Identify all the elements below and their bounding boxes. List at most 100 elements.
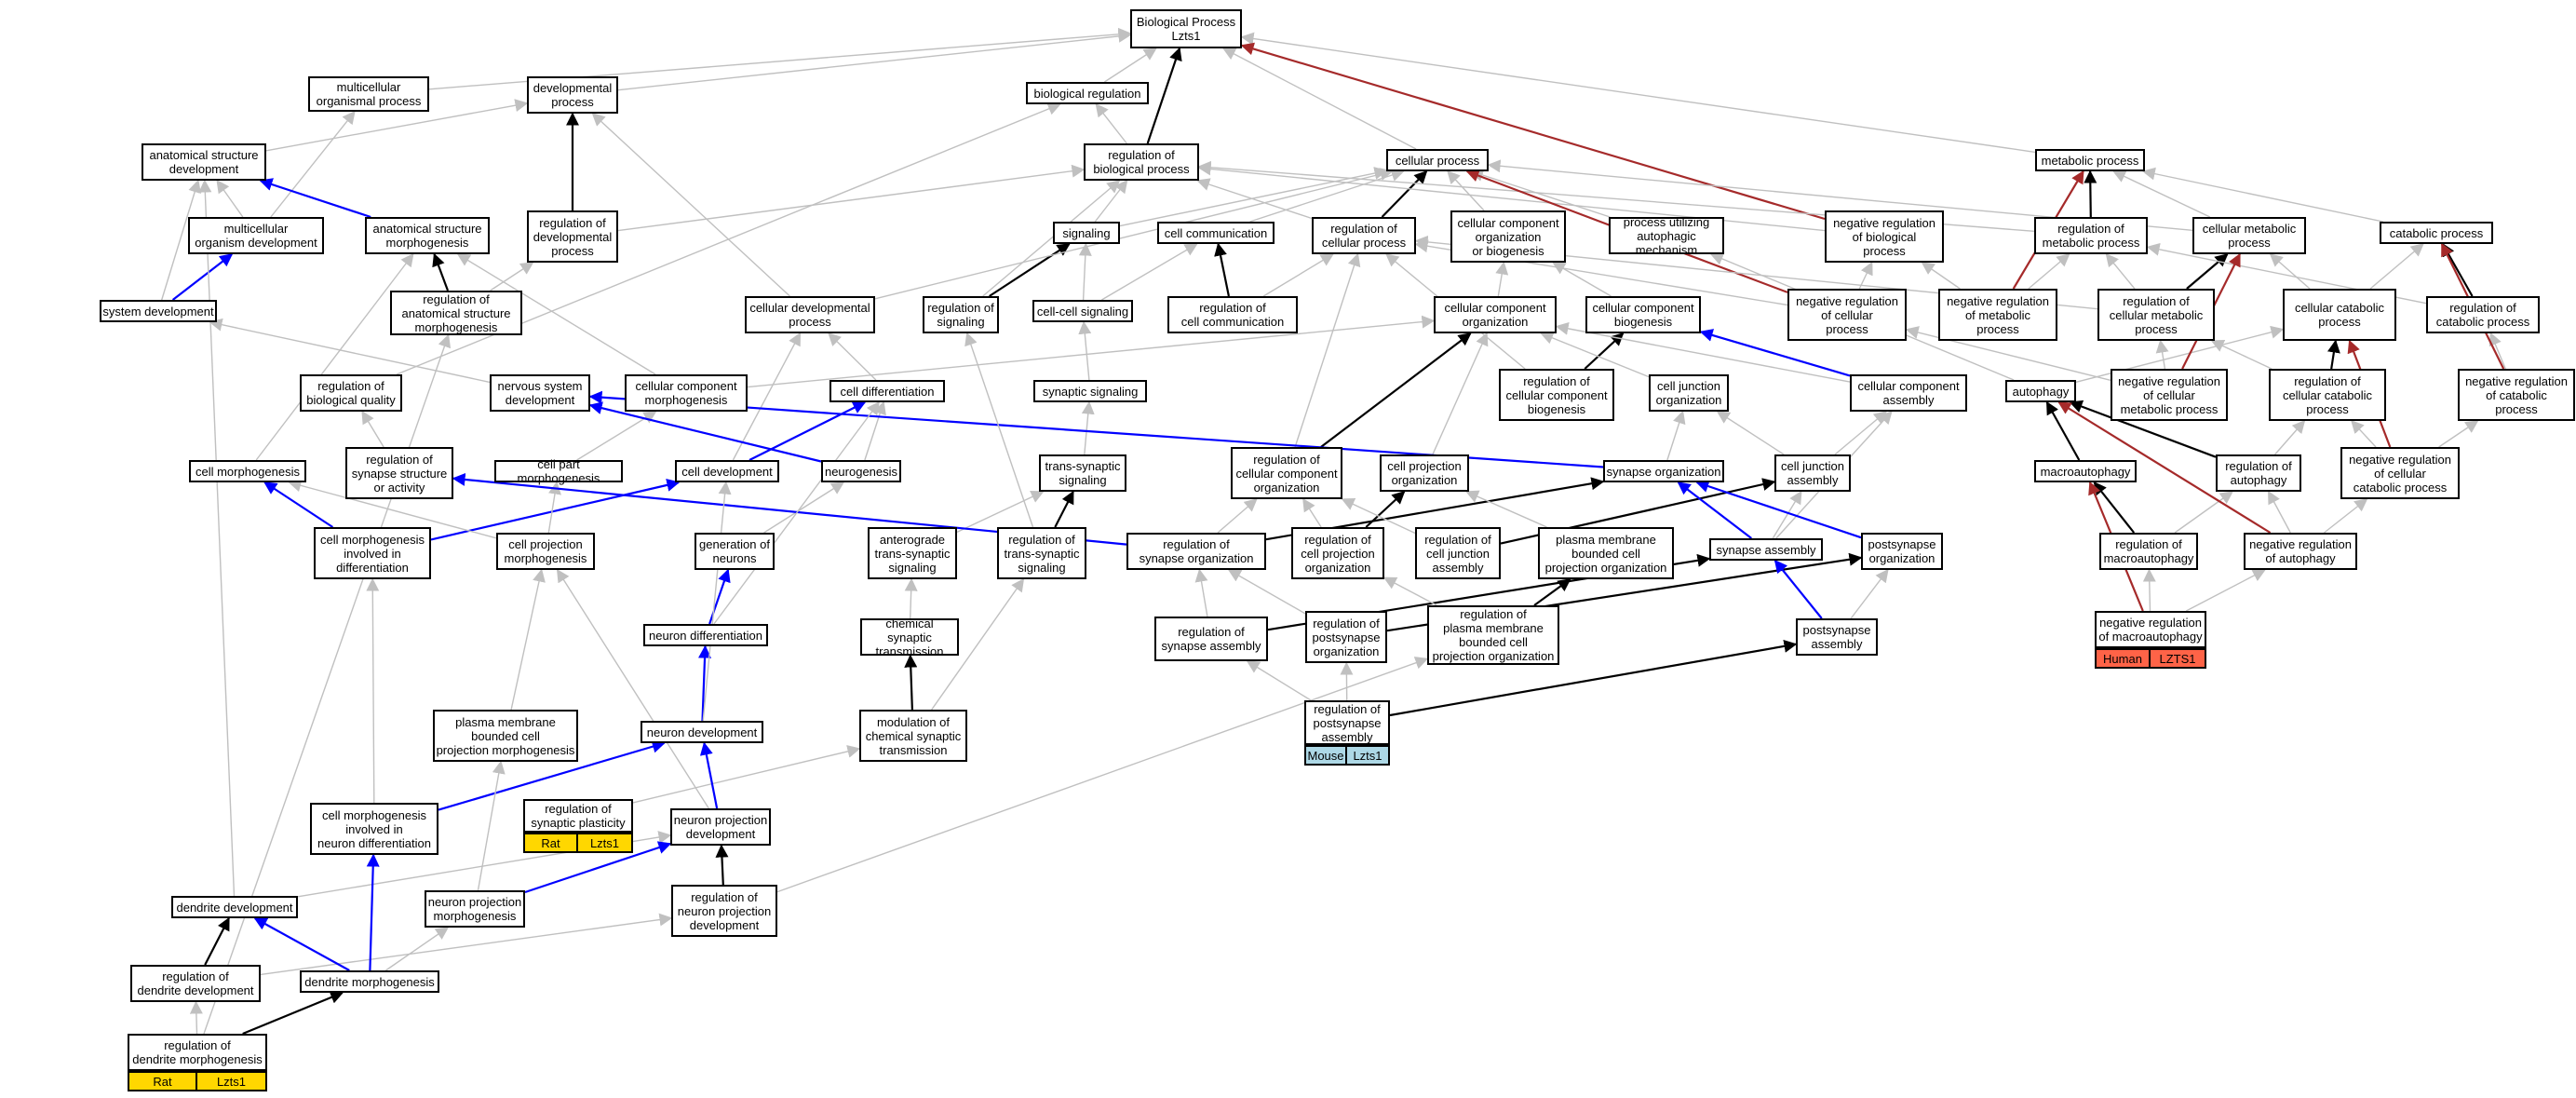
node-rcmp[interactable]: regulation of cellular metabolic process xyxy=(2097,289,2215,341)
node-cdiff[interactable]: cell differentiation xyxy=(829,380,945,402)
node-celld[interactable]: cell development xyxy=(675,460,779,482)
node-rsig[interactable]: regulation of signaling xyxy=(923,296,999,333)
node-mod[interactable]: multicellular organism development xyxy=(188,217,324,254)
edge-ccm-to-cco xyxy=(747,315,1436,388)
node-rpsa[interactable]: regulation of postsynapse assembly xyxy=(1304,700,1390,745)
node-rcc[interactable]: regulation of cell communication xyxy=(1167,296,1298,333)
node-cst[interactable]: chemical synaptic transmission xyxy=(860,617,959,658)
node-cprojm[interactable]: cell projection morphogenesis xyxy=(496,533,595,570)
node-cmorph[interactable]: cell morphogenesis xyxy=(189,460,306,482)
node-rpso[interactable]: regulation of postsynapse organization xyxy=(1305,611,1387,663)
node-rcpo[interactable]: regulation of cell projection organizati… xyxy=(1291,527,1384,579)
node-ndev[interactable]: neuron development xyxy=(641,721,763,743)
node-nrccatp[interactable]: negative regulation of cellular cataboli… xyxy=(2340,447,2460,499)
node-ccob[interactable]: cellular component organization or bioge… xyxy=(1450,210,1566,263)
node-synorg[interactable]: synapse organization xyxy=(1603,460,1724,482)
node-rso[interactable]: regulation of synapse organization xyxy=(1126,533,1266,570)
node-pso[interactable]: postsynapse organization xyxy=(1861,533,1943,570)
node-ccatp[interactable]: cellular catabolic process xyxy=(2283,289,2396,341)
node-rssa[interactable]: regulation of synapse structure or activ… xyxy=(345,447,453,499)
node-nrbp[interactable]: negative regulation of biological proces… xyxy=(1825,210,1944,263)
species-label: Mouse xyxy=(1304,745,1347,766)
node-cca[interactable]: cellular component assembly xyxy=(1850,374,1967,412)
node-rdd[interactable]: regulation of dendrite development xyxy=(130,965,261,1002)
node-ccs[interactable]: cell-cell signaling xyxy=(1032,300,1133,322)
node-cellp[interactable]: cellular process xyxy=(1386,149,1489,171)
node-rsa[interactable]: regulation of synapse assembly xyxy=(1154,617,1268,661)
node-ccm[interactable]: cellular component morphogenesis xyxy=(625,374,748,412)
node-rdev[interactable]: regulation of developmental process xyxy=(527,210,618,263)
node-rpmbcpo[interactable]: regulation of plasma membrane bounded ce… xyxy=(1427,605,1559,665)
node-rnpd[interactable]: regulation of neuron projection developm… xyxy=(671,885,777,937)
node-dm[interactable]: dendrite morphogenesis xyxy=(300,970,439,993)
node-cja[interactable]: cell junction assembly xyxy=(1774,454,1851,492)
node-rasm[interactable]: regulation of anatomical structure morph… xyxy=(390,291,522,335)
node-nrmp[interactable]: negative regulation of metabolic process xyxy=(1938,289,2057,341)
node-cco[interactable]: cellular component organization xyxy=(1434,296,1557,333)
node-nrmacro[interactable]: negative regulation of macroautophagy xyxy=(2095,611,2206,648)
node-rccb[interactable]: regulation of cellular component biogene… xyxy=(1499,369,1614,421)
species-label: Human xyxy=(2095,648,2151,669)
node-neurog[interactable]: neurogenesis xyxy=(821,460,901,482)
node-cpm[interactable]: cell part morphogenesis xyxy=(494,457,623,485)
node-psa[interactable]: postsynapse assembly xyxy=(1796,618,1878,656)
node-cmind[interactable]: cell morphogenesis involved in neuron di… xyxy=(310,803,438,855)
node-pmbcpm[interactable]: plasma membrane bounded cell projection … xyxy=(433,710,578,762)
node-breg[interactable]: biological regulation xyxy=(1026,82,1149,104)
node-synsig[interactable]: synaptic signaling xyxy=(1033,380,1147,402)
node-cproj[interactable]: cell projection organization xyxy=(1380,454,1469,492)
node-nrcmp[interactable]: negative regulation of cellular metaboli… xyxy=(2111,369,2228,421)
node-rcatp[interactable]: regulation of catabolic process xyxy=(2426,296,2540,333)
edge-nrmp-to-rmp xyxy=(2028,253,2070,290)
node-cjo[interactable]: cell junction organization xyxy=(1649,374,1729,412)
node-ccb[interactable]: cellular component biogenesis xyxy=(1585,296,1701,333)
node-atss[interactable]: anterograde trans-synaptic signaling xyxy=(868,527,957,579)
node-autoph[interactable]: autophagy xyxy=(2005,380,2076,402)
node-asm[interactable]: anatomical structure morphogenesis xyxy=(365,217,490,254)
node-cmid[interactable]: cell morphogenesis involved in different… xyxy=(314,527,431,579)
node-rccatp[interactable]: regulation of cellular catabolic process xyxy=(2269,369,2386,421)
node-rtss[interactable]: regulation of trans-synaptic signaling xyxy=(997,527,1086,579)
node-bp[interactable]: Biological Process Lzts1 xyxy=(1130,9,1242,48)
node-gon[interactable]: generation of neurons xyxy=(695,533,775,570)
node-macro[interactable]: macroautophagy xyxy=(2034,460,2137,482)
node-npd[interactable]: neuron projection development xyxy=(670,808,771,846)
node-sysd[interactable]: system development xyxy=(100,300,217,322)
edge-rdm-to-rasm xyxy=(203,333,452,1035)
node-cmp[interactable]: cellular metabolic process xyxy=(2192,217,2306,254)
node-tss[interactable]: trans-synaptic signaling xyxy=(1039,454,1126,492)
edge-psa-to-pso xyxy=(1850,568,1889,619)
node-cdp[interactable]: cellular developmental process xyxy=(745,296,875,333)
node-npm[interactable]: neuron projection morphogenesis xyxy=(425,890,525,928)
node-ccomm[interactable]: cell communication xyxy=(1157,222,1275,244)
node-rmacro[interactable]: regulation of macroautophagy xyxy=(2099,533,2198,570)
node-rbp[interactable]: regulation of biological process xyxy=(1084,143,1199,181)
node-pmbcpo[interactable]: plasma membrane bounded cell projection … xyxy=(1538,527,1674,579)
edge-rsa-to-rso xyxy=(1194,568,1208,617)
edge-nd-to-gon xyxy=(708,568,731,625)
node-syna[interactable]: synapse assembly xyxy=(1709,538,1823,561)
node-sig[interactable]: signaling xyxy=(1053,222,1120,244)
node-nd[interactable]: neuron differentiation xyxy=(643,624,768,646)
node-mop[interactable]: multicellular organismal process xyxy=(308,76,429,112)
node-dd[interactable]: dendrite development xyxy=(171,896,298,918)
node-raut[interactable]: regulation of autophagy xyxy=(2216,454,2301,492)
node-puam[interactable]: process utilizing autophagic mechanism xyxy=(1609,215,1724,257)
node-rmp[interactable]: regulation of metabolic process xyxy=(2034,217,2148,254)
node-mcst[interactable]: modulation of chemical synaptic transmis… xyxy=(859,710,967,762)
node-nraut[interactable]: negative regulation of autophagy xyxy=(2244,533,2357,570)
node-nrcp[interactable]: negative regulation of cellular process xyxy=(1787,289,1907,341)
node-rsp[interactable]: regulation of synaptic plasticity xyxy=(523,799,633,833)
node-catp[interactable]: catabolic process xyxy=(2380,222,2493,244)
node-nsd[interactable]: nervous system development xyxy=(490,374,590,412)
node-rcco[interactable]: regulation of cellular component organiz… xyxy=(1231,447,1342,499)
node-devp[interactable]: developmental process xyxy=(527,76,618,114)
node-rcp[interactable]: regulation of cellular process xyxy=(1312,217,1416,254)
node-rcja[interactable]: regulation of cell junction assembly xyxy=(1415,527,1501,579)
node-nrcatp[interactable]: negative regulation of catabolic process xyxy=(2458,369,2575,421)
node-asd[interactable]: anatomical structure development xyxy=(142,143,266,181)
node-rdm[interactable]: regulation of dendrite morphogenesis xyxy=(128,1034,267,1071)
node-metp[interactable]: metabolic process xyxy=(2035,149,2145,171)
node-rbq[interactable]: regulation of biological quality xyxy=(300,374,402,412)
edge-breg-to-bp xyxy=(1104,47,1157,83)
